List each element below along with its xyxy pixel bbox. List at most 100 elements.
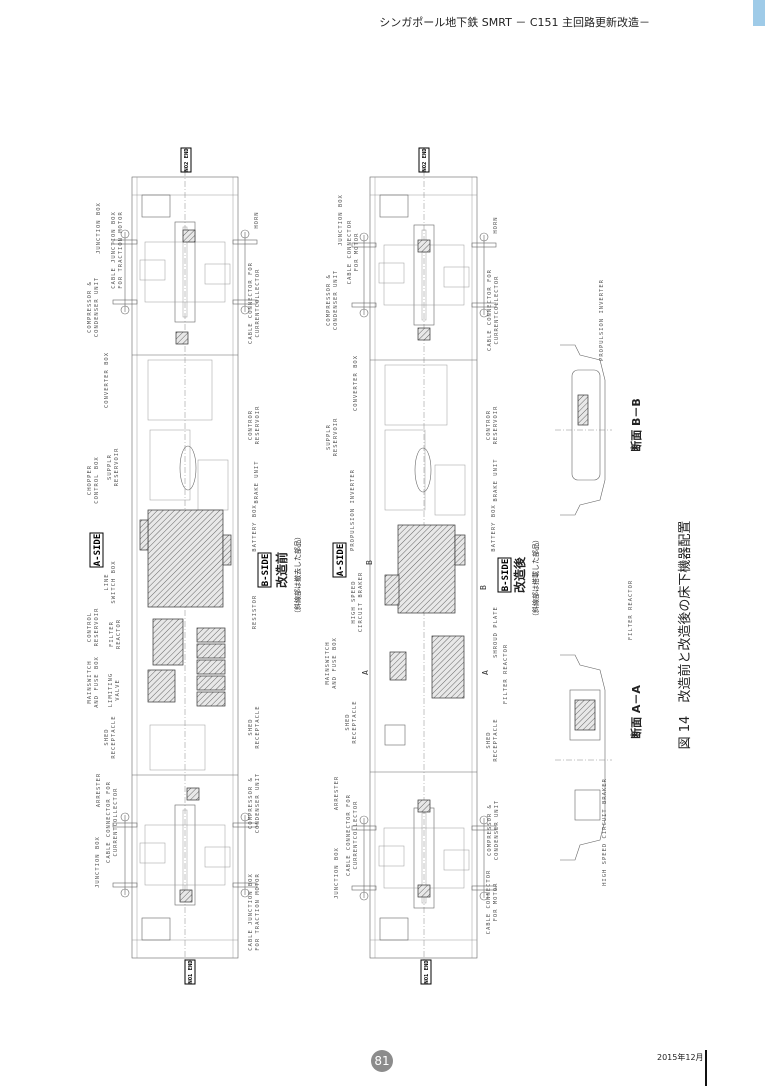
label: BATTERY BOX xyxy=(252,504,258,551)
label: MAINSWITCH xyxy=(87,660,93,703)
label: CONDENSER UNIT xyxy=(255,773,261,833)
label: JUNCTION BOX xyxy=(338,194,344,246)
section-aa-title: 断面 A－A xyxy=(629,685,643,739)
state-label: 改造前 xyxy=(274,552,289,588)
label: CABLE JUNCTION BOX xyxy=(248,873,254,951)
label: COMPRESSOR & xyxy=(87,281,93,333)
b-side-label: B-SIDE xyxy=(501,559,511,592)
label: ARRESTER xyxy=(96,773,102,808)
label: FILTER REACTOR xyxy=(503,644,509,704)
label: RECEPTACLE xyxy=(493,718,499,761)
no2-end-label: NO2 END xyxy=(184,148,190,172)
page-number: 81 xyxy=(371,1050,393,1072)
state-label: 改造後 xyxy=(512,556,527,593)
label: CONTROL xyxy=(87,612,93,642)
label: CABLE CONNECTOR FOR xyxy=(346,794,352,876)
label: FOR TRACTION MOTOR xyxy=(255,873,261,951)
label: SHED xyxy=(345,713,351,730)
label: SHED xyxy=(486,731,492,748)
label: CHOPPER xyxy=(87,465,93,495)
a-side-label: A-SIDE xyxy=(336,544,346,577)
section-label-propulsion-inverter: PROPULSION INVERTER xyxy=(599,279,605,361)
section-aa-drawing xyxy=(555,654,612,861)
section-bb-drawing xyxy=(555,344,612,516)
label: PROPULSION INVERTER xyxy=(350,469,356,551)
before-car-outline xyxy=(112,170,258,965)
label: RESERVOIR xyxy=(493,406,499,445)
label: RECEPTACLE xyxy=(352,700,358,743)
section-mark-b-top: B xyxy=(365,560,374,565)
label: LINE xyxy=(104,573,110,590)
label: COMPRESSOR & xyxy=(487,804,493,856)
a-side-label: A-SIDE xyxy=(93,534,103,567)
label: CONTROR xyxy=(248,410,254,440)
running-header: シンガポール地下鉄 SMRT － C151 主回路更新改造－ xyxy=(379,16,650,29)
note-label: （斜線部は撤去した部品） xyxy=(293,533,302,617)
before-removed-parts xyxy=(139,229,232,903)
label: REACTOR xyxy=(116,619,122,649)
label: LIMITING xyxy=(108,673,114,708)
label: AND FUSE BOX xyxy=(94,656,100,708)
label: COMPRESSOR & xyxy=(248,777,254,829)
label: SHED xyxy=(104,728,110,745)
after-installed-parts xyxy=(384,239,466,898)
label: RESERVOIR xyxy=(333,418,339,457)
issue-date: 2015年12月 xyxy=(657,1053,704,1062)
label: CABLE CONNECTOR FOR xyxy=(248,262,254,344)
label: CONDENSER UNIT xyxy=(333,270,339,330)
section-label-hscb: HIGH SPEED CIRCUIT BRAKER xyxy=(602,778,608,886)
label: FOR MOTOR xyxy=(493,883,499,922)
figure-caption: 図 14 改造前と改造後の床下機器配置 xyxy=(677,521,693,750)
label: FOR MOTOR xyxy=(354,233,360,272)
label: CONTROL BOX xyxy=(94,456,100,503)
label: RECEPTACLE xyxy=(255,705,261,748)
label: ARRESTER xyxy=(334,776,340,811)
label: RECEPTACLE xyxy=(111,715,117,758)
label: FILTER xyxy=(109,621,115,647)
label: BRAKE UNIT xyxy=(254,460,260,503)
label: AND FUSE BOX xyxy=(332,637,338,689)
label: CABLE CONNECTOR xyxy=(486,870,492,935)
no1-end-label: NO1 END xyxy=(424,960,430,984)
label: CONVERTER BOX xyxy=(353,355,359,411)
label: CIRCUIT BRAKER xyxy=(358,572,364,632)
label: SUPPLR xyxy=(326,424,332,450)
section-bb-title: 断面 B－B xyxy=(629,398,643,452)
label: CONVERTER BOX xyxy=(104,352,110,408)
label: CURRENTCOLLECTOR xyxy=(255,269,261,338)
label: JUNCTION BOX xyxy=(96,202,102,254)
label: CONDENSER UNIT xyxy=(494,800,500,860)
label: HIGH SPEED xyxy=(351,580,357,623)
label: RESERVOIR xyxy=(94,608,100,647)
label: CABLE JUNCTION BOX xyxy=(111,211,117,289)
label: CONDENSER UNIT xyxy=(94,277,100,337)
label: BATTERY BOX xyxy=(491,504,497,551)
section-mark-a-top: A xyxy=(361,670,370,675)
before-labels: NO2 END NO1 END A-SIDE B-SIDE 改造前 （斜線部は撤… xyxy=(87,147,302,985)
label: MAINSWITCH xyxy=(325,641,331,684)
label: HORN xyxy=(493,216,499,233)
label: RESERVOIR xyxy=(114,448,120,487)
label: CABLE CONNECTOR FOR xyxy=(487,269,493,351)
footer-rule xyxy=(705,1050,707,1086)
no1-end-label: NO1 END xyxy=(188,960,194,984)
label: BRAKE UNIT xyxy=(493,458,499,501)
after-labels: NO2 END NO1 END A-SIDE B-SIDE 改造後 （斜線部は搭… xyxy=(325,147,540,985)
label: SHED xyxy=(248,718,254,735)
label: VALVE xyxy=(115,679,121,701)
label: SHROUD PLATE xyxy=(493,606,499,658)
label: CURRENTCOLLECTOR xyxy=(113,788,119,857)
label: RESERVOIR xyxy=(255,406,261,445)
label: CURRENTCOLLECTOR xyxy=(353,801,359,870)
label: FOR TRACTION MOTOR xyxy=(118,211,124,289)
header-color-tab xyxy=(753,0,765,26)
label: CURRENTCOLLECTOR xyxy=(494,276,500,345)
section-mark-a-bottom: A xyxy=(481,670,490,675)
label: CABLE CONNECTOR FOR xyxy=(106,781,112,863)
label: CONTROR xyxy=(486,410,492,440)
section-label-filter-reactor: FILTER REACTOR xyxy=(628,580,634,640)
no2-end-label: NO2 END xyxy=(422,148,428,172)
label: JUNCTION BOX xyxy=(334,847,340,899)
label: HORN xyxy=(254,211,260,228)
